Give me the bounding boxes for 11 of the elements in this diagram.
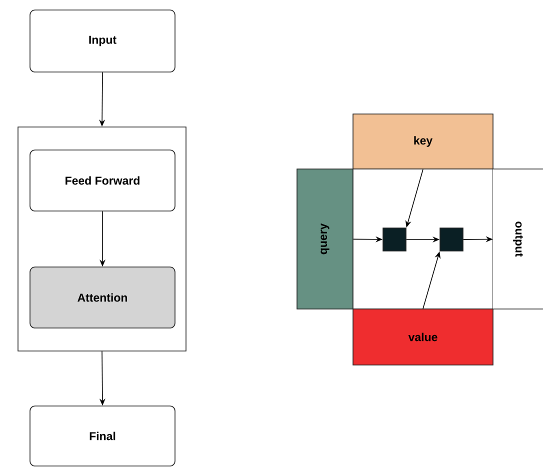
input-box: query: [296, 168, 354, 310]
operation-square: [440, 228, 464, 252]
output-band: output: [492, 168, 543, 310]
operation-square: [382, 228, 406, 252]
node-label: output: [513, 222, 523, 257]
process-box: Final: [30, 406, 176, 466]
input-box: key: [352, 114, 494, 170]
process-box: Feed Forward: [30, 150, 176, 212]
input-box: value: [352, 308, 494, 366]
process-box: Attention: [30, 266, 176, 328]
process-box: Input: [30, 10, 176, 72]
